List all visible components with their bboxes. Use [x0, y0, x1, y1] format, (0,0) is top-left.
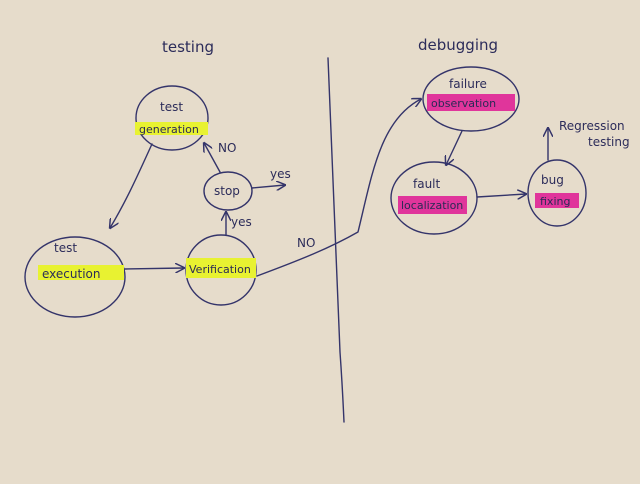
node-failure-observation-line1: failure — [449, 77, 487, 91]
node-stop: stop — [203, 171, 253, 211]
node-test-generation: test generation — [135, 85, 209, 151]
node-fault-localization-line1: fault — [413, 177, 441, 191]
label-no-verification-to-failure: NO — [297, 236, 315, 250]
node-verification-line1: Verification — [189, 263, 251, 276]
arrow-fault-to-bug — [476, 194, 526, 197]
node-bug-fixing: bug fixing — [527, 159, 587, 227]
node-bug-fixing-line2: fixing — [540, 195, 570, 208]
arrow-generation-to-execution — [110, 143, 153, 228]
node-test-execution: test execution — [24, 236, 126, 318]
highlight-generation — [135, 122, 208, 135]
label-yes-verification-to-stop: yes — [231, 215, 252, 229]
node-fault-localization-line2: localization — [401, 199, 463, 212]
highlight-verification — [186, 258, 256, 278]
arrow-stop-to-exit — [251, 185, 285, 188]
section-divider — [327, 57, 345, 423]
node-failure-observation-line2: observation — [431, 97, 496, 110]
label-regression-line1: Regression — [559, 119, 625, 133]
label-no-stop-to-generation: NO — [218, 141, 236, 155]
debugging-title: debugging — [418, 36, 498, 54]
label-regression-line2: testing — [588, 135, 630, 149]
node-test-generation-line2: generation — [139, 123, 199, 136]
node-test-generation-line1: test — [160, 100, 183, 114]
highlight-observation — [427, 94, 515, 111]
node-fault-localization: fault localization — [390, 161, 478, 235]
highlight-fixing — [535, 193, 579, 208]
node-test-execution-line1: test — [54, 241, 77, 255]
arrow-stop-to-generation — [204, 143, 221, 173]
node-failure-observation: failure observation — [422, 66, 520, 132]
highlight-localization — [398, 196, 467, 214]
arrow-failure-to-fault — [446, 130, 463, 165]
node-bug-fixing-line1: bug — [541, 173, 564, 187]
arrow-verification-to-failure — [256, 99, 421, 277]
node-verification: Verification — [185, 234, 257, 306]
label-yes-stop-exit: yes — [270, 167, 291, 181]
highlight-execution — [38, 265, 124, 280]
arrow-execution-to-verification — [124, 268, 184, 269]
node-test-execution-line2: execution — [42, 267, 100, 281]
testing-title: testing — [162, 38, 214, 56]
node-stop-line1: stop — [214, 184, 240, 198]
